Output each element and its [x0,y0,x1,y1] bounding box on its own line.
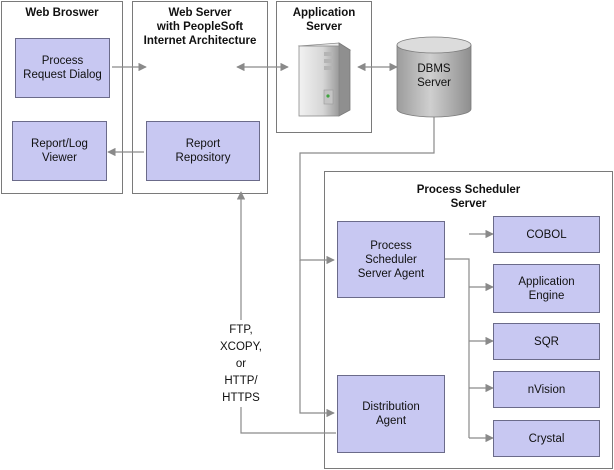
application-server-title: Application Server [292,7,356,33]
connector-dbms-to-distribution [299,260,335,418]
report-log-viewer-box[interactable]: Report/Log Viewer [12,121,107,181]
report-repository-box: Report Repository [146,121,260,181]
server-tower-icon [297,42,352,117]
engine-sqr-box: SQR [493,323,600,360]
web-server-title: Web Server with PeopleSoft Internet Arch… [143,7,257,47]
transfer-protocols-label: FTP, XCOPY, or HTTP/ HTTPS [206,322,276,407]
connector-dbms-to-scheduler [299,116,435,265]
engine-crystal-box: Crystal [493,420,600,457]
engine-cobol-box: COBOL [493,216,600,253]
distribution-agent-box: Distribution Agent [337,375,445,453]
engine-application-engine-box: Application Engine [493,264,600,313]
dbms-server-label: DBMS Server [417,63,451,89]
process-scheduler-title: Process Scheduler Server [416,184,521,210]
process-request-dialog-box[interactable]: Process Request Dialog [15,38,110,98]
connector-agent-to-engines [445,258,470,438]
dbms-cylinder-icon [396,36,472,118]
process-scheduler-server-agent-box: Process Scheduler Server Agent [337,221,445,298]
engine-nvision-box: nVision [493,371,600,408]
web-browser-title: Web Broswer [25,7,99,19]
